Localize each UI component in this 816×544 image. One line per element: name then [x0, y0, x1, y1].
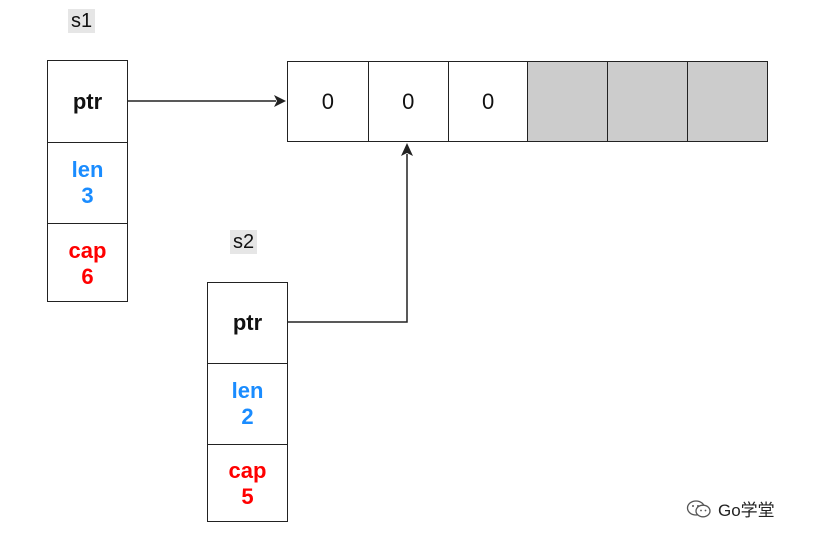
s1-cap-cell: cap 6 [48, 223, 127, 303]
s1-cap-label: cap [68, 237, 107, 263]
s1-ptr-label: ptr [72, 88, 103, 114]
array-slot: 0 [447, 62, 528, 141]
s1-label: s1 [68, 9, 96, 33]
s1-ptr-arrowhead [274, 95, 286, 107]
s2-len-cell: len 2 [208, 363, 287, 444]
s2-ptr-arrowhead [401, 143, 413, 156]
s1-len-cell: len 3 [48, 142, 127, 223]
s2-len-label: len [231, 378, 264, 403]
array-slot-empty [527, 62, 608, 141]
s2-cap-cell: cap 5 [208, 444, 287, 523]
array-slot-empty [687, 62, 767, 141]
watermark-text: Go学堂 [718, 501, 775, 520]
s1-cap-value: 6 [81, 263, 94, 289]
s2-ptr-cell: ptr [208, 283, 287, 363]
array-slot: 0 [321, 88, 335, 114]
s2-slice-header: ptr len 2 cap 5 [207, 282, 288, 522]
s1-len-value: 3 [81, 183, 94, 208]
wechat-icon [686, 499, 711, 517]
s2-len-value: 2 [241, 404, 254, 429]
array-slot: 0 [367, 62, 448, 141]
watermark: Go学堂 [686, 496, 775, 521]
backing-array: 0 0 0 [287, 61, 768, 142]
s2-ptr-arrow [288, 154, 408, 323]
s1-slice-header: ptr len 3 cap 6 [47, 60, 128, 302]
s2-cap-value: 5 [241, 484, 254, 509]
array-slot-empty [607, 62, 688, 141]
s2-cap-label: cap [228, 458, 267, 483]
s2-ptr-label: ptr [232, 310, 263, 335]
s1-ptr-cell: ptr [48, 61, 127, 142]
s2-label: s2 [230, 230, 258, 254]
s1-len-label: len [71, 157, 104, 182]
